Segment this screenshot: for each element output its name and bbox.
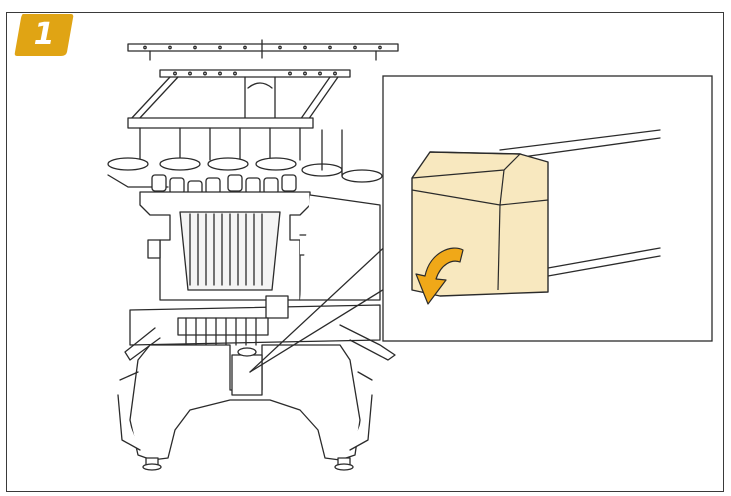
step-badge xyxy=(14,14,74,56)
needle-bar-case xyxy=(129,295,381,346)
machine-base xyxy=(117,344,373,471)
thread-spools xyxy=(107,129,383,188)
zoom-inset xyxy=(382,75,713,342)
curved-arrow-down-icon xyxy=(415,247,464,305)
embroidery-hoop-arms xyxy=(124,324,396,361)
thread-guide-bar xyxy=(127,39,399,78)
step-number: 1 xyxy=(33,17,55,52)
machine-head xyxy=(139,191,381,301)
thread-stand-frame xyxy=(127,76,339,161)
